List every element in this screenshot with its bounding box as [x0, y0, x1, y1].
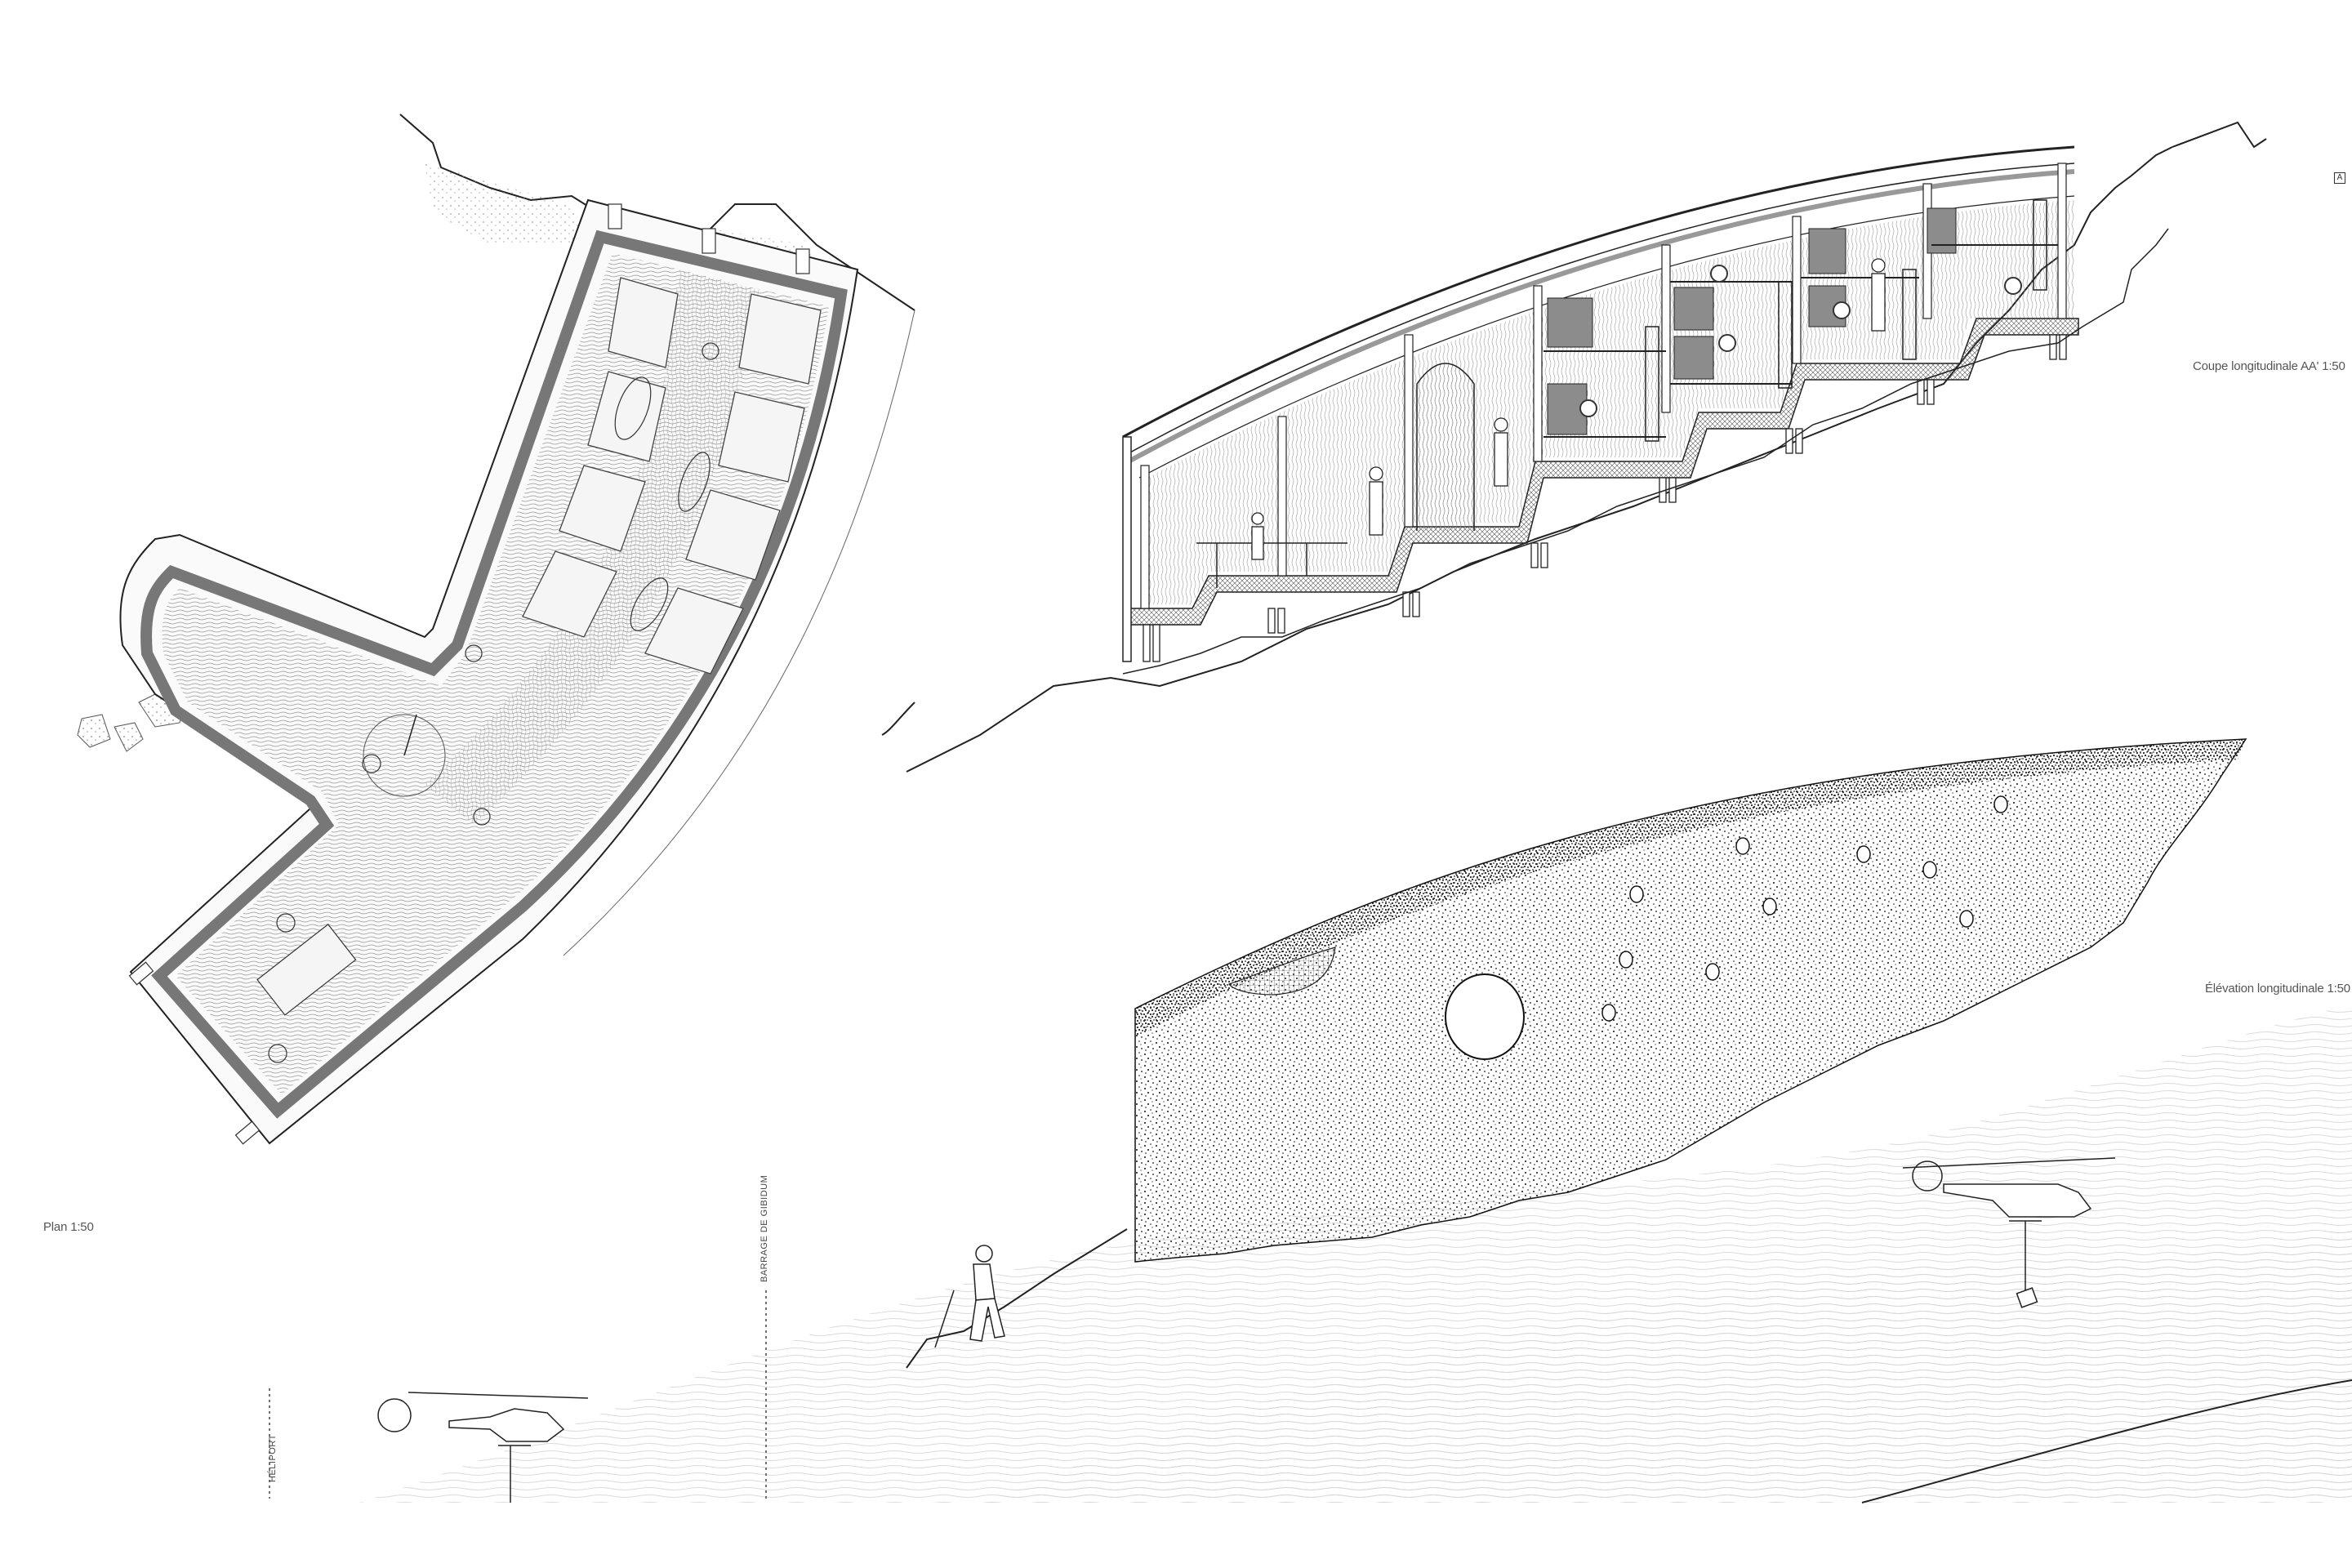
- section-title: Coupe longitudinale AA' 1:50: [2193, 359, 2345, 373]
- longitudinal-elevation: [1134, 738, 2247, 1263]
- terrain-contours: [359, 1004, 2352, 1503]
- heliport-marker-label: HÉLIPORT: [268, 1434, 278, 1482]
- climber-figure: [934, 1245, 1005, 1348]
- longitudinal-section: [906, 121, 2267, 773]
- floor-plan: [77, 114, 915, 1499]
- helicopter-elevation: [1902, 1157, 2116, 1308]
- dam-marker-label: BARRAGE DE GIBIDUM: [760, 1174, 769, 1282]
- elevation-title: Élévation longitudinale 1:50: [2205, 982, 2350, 996]
- plan-title: Plan 1:50: [43, 1220, 94, 1234]
- section-marker-a: A: [2334, 172, 2345, 184]
- helicopter-plan-sheet: [377, 1392, 589, 1503]
